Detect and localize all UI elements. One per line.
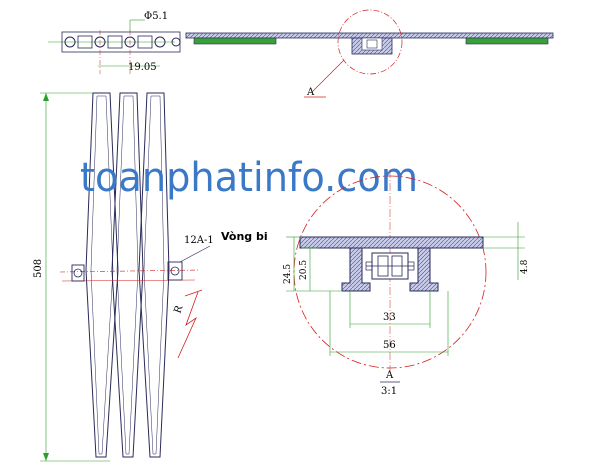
- chain-type-label: 12A-1: [184, 235, 214, 246]
- pitch-dimension: 19.05: [128, 62, 157, 73]
- section-ref-letter: A: [306, 87, 315, 98]
- detail-a-view: [286, 170, 525, 383]
- detail-ref-letter: A: [385, 370, 394, 381]
- outer-width-dimension: 56: [383, 340, 396, 351]
- track-section-view: [185, 9, 554, 98]
- chain-side-view: [40, 92, 211, 462]
- thickness-dimension: 4.8: [520, 259, 530, 274]
- radius-label: R: [172, 304, 185, 315]
- detail-scale: 3:1: [381, 386, 397, 397]
- watermark: toanphatinfo.com: [80, 155, 418, 201]
- height-inner-dimension: 20.5: [299, 260, 309, 280]
- height-outer-dimension: 24.5: [283, 264, 293, 284]
- hole-diameter-dimension: Φ5.1: [144, 11, 168, 22]
- chain-top-view: [48, 19, 181, 74]
- inner-width-dimension: 33: [383, 312, 396, 323]
- bearing-callout: Vòng bi: [221, 230, 268, 243]
- length-dimension: 508: [33, 259, 44, 278]
